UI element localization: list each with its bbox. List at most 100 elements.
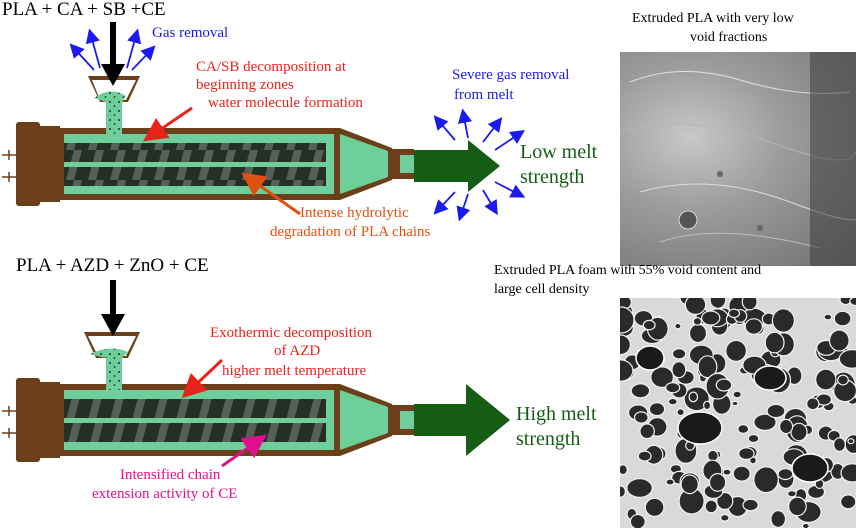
foam-cell	[665, 382, 681, 394]
top-formula: PLA + CA + SB +CE	[2, 0, 166, 20]
bottom-image-caption-2: large cell density	[494, 282, 590, 297]
foam-cell	[766, 403, 786, 419]
foam-cell	[704, 499, 718, 514]
foam-cell	[692, 317, 703, 326]
foam-cell	[790, 422, 808, 442]
foam-cell	[620, 359, 634, 382]
foam-cell	[642, 319, 656, 331]
foam-cell	[676, 408, 685, 417]
foam-cell	[620, 334, 631, 356]
foam-cell	[720, 513, 730, 522]
foam-cell-large	[753, 365, 787, 391]
foam-cell	[709, 298, 727, 309]
foam-cell	[732, 465, 751, 482]
foam-cell	[688, 323, 708, 344]
top-hydrolytic-line-1: Intense hydrolytic	[300, 205, 409, 221]
foam-cell	[648, 401, 666, 417]
bottom-exo-line-1: Exothermic decomposition	[210, 325, 373, 341]
foam-cell	[837, 374, 849, 386]
foam-cell	[731, 400, 739, 407]
foam-cell	[674, 322, 682, 330]
foam-cell	[777, 468, 794, 481]
bottom-image-caption-1: Extruded PLA foam with 55% void content …	[494, 263, 762, 278]
foam-cell	[840, 463, 856, 483]
bottom-screw-upper	[64, 399, 326, 418]
foam-cell	[838, 349, 856, 369]
foam-cell	[620, 464, 628, 476]
foam-cell	[771, 308, 795, 333]
sem-image-low-void	[620, 52, 856, 266]
top-extruder	[2, 76, 500, 206]
foam-cell-large	[791, 453, 829, 483]
foam-cell	[753, 413, 777, 432]
top-drive-plate	[16, 122, 40, 206]
foam-cell	[680, 474, 699, 495]
foam-cell	[722, 468, 732, 476]
foam-cell	[779, 418, 794, 435]
sem-cells	[620, 298, 856, 528]
bottom-formula: PLA + AZD + ZnO + CE	[16, 255, 209, 276]
top-hydrolytic-pointer	[241, 172, 301, 216]
foam-cell	[671, 361, 687, 379]
foam-cell	[823, 313, 833, 321]
foam-cell	[671, 347, 687, 360]
foam-cell	[639, 423, 655, 440]
foam-cell	[620, 306, 635, 334]
top-screw-upper	[64, 143, 326, 162]
foam-cell	[725, 339, 747, 363]
foam-cell	[741, 298, 758, 311]
foam-cell	[665, 478, 675, 486]
foam-cell-large	[635, 345, 665, 371]
bottom-melt-line-2: strength	[516, 428, 581, 450]
foam-cell	[847, 438, 855, 445]
top-screw-lower	[64, 167, 326, 186]
top-image-caption-2: void fractions	[690, 30, 768, 45]
bottom-flow-arrow	[414, 384, 510, 456]
top-gas-arrows	[69, 28, 156, 71]
bottom-screw-lower	[64, 423, 326, 442]
foam-cell	[667, 397, 678, 406]
sem-image-foam	[620, 298, 856, 528]
foam-cell	[702, 400, 712, 411]
bottom-exo-line-3: higher melt temperature	[222, 363, 367, 379]
foam-cell	[742, 498, 759, 512]
bottom-chain-line-2: extension activity of CE	[92, 486, 238, 502]
foam-cell	[787, 496, 807, 517]
foam-cell	[629, 513, 646, 528]
top-flow-arrow	[414, 140, 500, 192]
bottom-chain-line-1: Intensified chain	[120, 467, 221, 483]
bottom-exo-line-2: of AZD	[274, 343, 321, 359]
top-decomp-line-1: CA/SB decomposition at	[196, 59, 346, 75]
top-decomp-line-3: water molecule formation	[208, 95, 363, 111]
foam-cell	[806, 397, 820, 411]
bottom-shaft-icons	[2, 406, 16, 438]
foam-cell	[764, 331, 785, 354]
top-severe-gas-line-2: from melt	[454, 87, 514, 103]
top-melt-line-2: strength	[520, 166, 585, 188]
foam-cell	[849, 298, 856, 307]
foam-cell	[626, 478, 653, 498]
foam-cell	[801, 522, 810, 528]
sem-texture	[620, 52, 856, 266]
bottom-drive-plate	[16, 378, 40, 462]
foam-cell	[644, 497, 665, 517]
foam-cell	[650, 366, 674, 389]
foam-cell	[688, 391, 699, 403]
foam-cell	[753, 466, 779, 494]
foam-cell	[732, 390, 742, 399]
foam-cell	[737, 423, 750, 434]
top-shaft-icons	[2, 150, 16, 182]
foam-cell	[747, 433, 760, 444]
top-image-caption-1: Extruded PLA with very low	[632, 11, 794, 26]
foam-cell	[716, 491, 734, 511]
bottom-melt-line-1: High melt	[516, 403, 597, 425]
top-severe-gas-arrows	[433, 108, 526, 222]
foam-cell-large	[677, 411, 723, 445]
foam-cell	[684, 298, 707, 315]
foam-cell	[833, 310, 852, 327]
foam-cell	[833, 437, 846, 453]
foam-cell	[727, 308, 741, 319]
foam-cell	[630, 383, 651, 399]
